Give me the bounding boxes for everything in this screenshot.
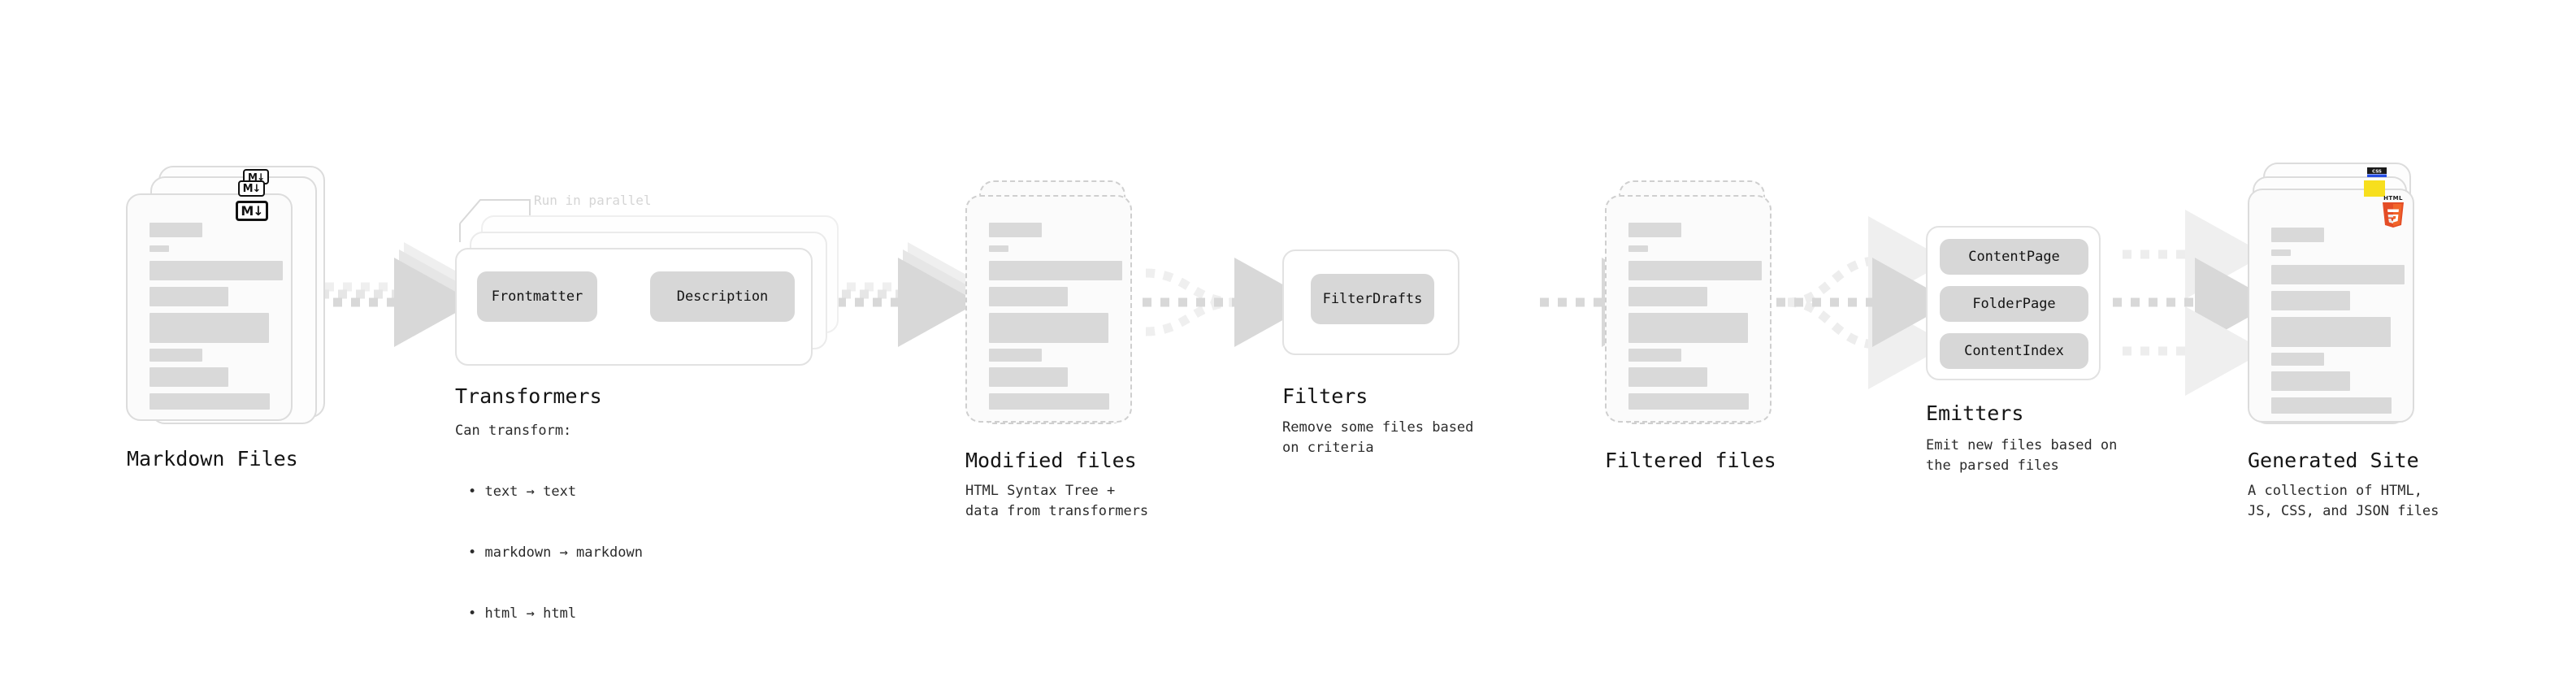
stage-title-filtered-files: Filtered files [1605, 449, 1776, 472]
stage-subtitle-emitters: Emit new files based on the parsed files [1926, 437, 2118, 474]
arrow-filtered-to-emitters [1776, 216, 1953, 389]
stage-subtitle-generated-site: A collection of HTML, JS, CSS, and JSON … [2248, 483, 2439, 519]
markdown-card-front [126, 193, 293, 421]
doc-bar [2271, 291, 2350, 310]
arrow-markdown-to-transformers [315, 242, 484, 347]
site-card-front [2248, 189, 2414, 423]
doc-bar [150, 349, 202, 362]
html5-badge-icon: HTML [2379, 193, 2407, 228]
doc-bar [989, 245, 1008, 252]
stage-title-generated-site: Generated Site [2248, 449, 2419, 472]
emitter-chip-contentindex[interactable]: ContentIndex [1940, 333, 2088, 369]
filter-chip-filterdrafts[interactable]: FilterDrafts [1311, 274, 1434, 324]
doc-bar [2271, 265, 2405, 284]
doc-bar [1628, 245, 1648, 252]
doc-bar [1628, 287, 1707, 306]
arrow-modified-to-filters [1143, 258, 1315, 347]
doc-bar [1628, 367, 1707, 387]
doc-bar [989, 349, 1042, 362]
emitters-box: ContentPage FolderPage ContentIndex [1926, 226, 2101, 380]
doc-bar [150, 393, 270, 410]
emitter-chip-folderpage[interactable]: FolderPage [1940, 286, 2088, 322]
doc-bar [1628, 223, 1681, 237]
transformers-bullet: • text → text [468, 484, 577, 500]
doc-bar [989, 287, 1068, 306]
stage-title-transformers: Transformers [455, 384, 602, 408]
doc-bar [1628, 313, 1748, 343]
doc-bar [150, 245, 169, 252]
css-badge-icon: CSS [2367, 167, 2387, 177]
stage-title-filters: Filters [1282, 384, 1368, 408]
transformers-bullet-list: • text → text • markdown → markdown • ht… [468, 441, 643, 665]
stage-title-modified-files: Modified files [965, 449, 1137, 472]
doc-bar [2271, 249, 2291, 256]
doc-bar [989, 367, 1068, 387]
doc-bar [150, 261, 283, 280]
emitter-chip-contentpage[interactable]: ContentPage [1940, 239, 2088, 275]
doc-bar [150, 367, 228, 387]
stage-title-markdown-files: Markdown Files [127, 447, 298, 471]
arrow-emitters-to-site [2113, 210, 2275, 396]
filtered-card-front [1605, 195, 1772, 423]
doc-bar [1628, 349, 1681, 362]
doc-bar [2271, 228, 2324, 242]
doc-bar [1628, 261, 1762, 280]
doc-bar [2271, 353, 2324, 366]
stage-subtitle-filters: Remove some files based on criteria [1282, 419, 1474, 456]
doc-bar [989, 223, 1042, 237]
doc-bar [2271, 371, 2350, 391]
transformers-bullet: • markdown → markdown [468, 544, 643, 561]
filters-box: FilterDrafts [1282, 249, 1459, 355]
js-badge-icon [2364, 180, 2385, 197]
run-in-parallel-label: Run in parallel [534, 193, 652, 208]
doc-bar [989, 261, 1122, 280]
doc-bar [1628, 393, 1749, 410]
markdown-icon: M↓ [236, 201, 268, 221]
transformer-chip-frontmatter[interactable]: Frontmatter [477, 271, 597, 322]
doc-bar [2271, 317, 2391, 347]
doc-bar [150, 287, 228, 306]
doc-bar [989, 393, 1109, 410]
markdown-icon: M↓ [238, 180, 265, 197]
stage-title-emitters: Emitters [1926, 401, 2024, 425]
transformers-sub-lead: Can transform: [455, 423, 572, 439]
svg-text:CSS: CSS [2372, 170, 2382, 175]
stage-subtitle-modified-files: HTML Syntax Tree + data from transformer… [965, 483, 1149, 519]
doc-bar [2271, 397, 2392, 414]
svg-text:HTML: HTML [2383, 195, 2403, 202]
modified-card-front [965, 195, 1132, 423]
transformer-box-front: Frontmatter Description [455, 248, 813, 366]
doc-bar [150, 313, 269, 343]
doc-bar [150, 223, 202, 237]
transformers-bullet: • html → html [468, 605, 577, 622]
transformer-chip-description[interactable]: Description [650, 271, 795, 322]
doc-bar [989, 313, 1108, 343]
